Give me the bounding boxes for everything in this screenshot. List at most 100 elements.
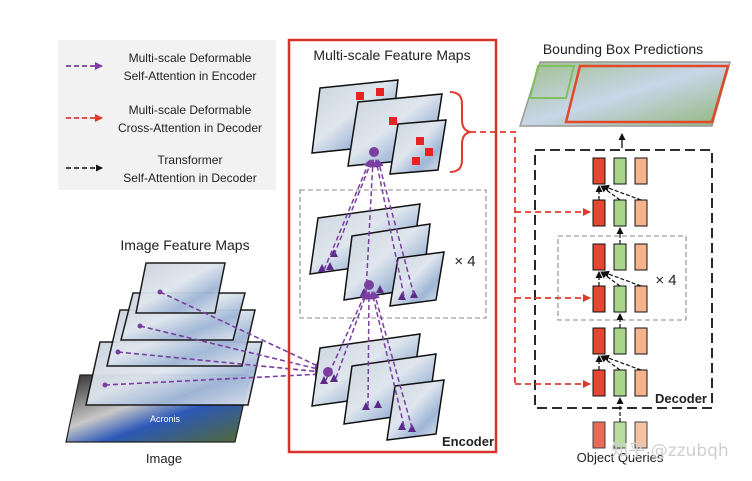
encoder-box bbox=[287, 38, 498, 454]
token-red bbox=[592, 421, 606, 449]
decoder-arrow bbox=[600, 271, 621, 287]
token-row-4 bbox=[592, 199, 648, 227]
legend-item-2-line2: Cross-Attention in Decoder bbox=[118, 121, 262, 135]
token-row-1 bbox=[592, 327, 648, 355]
decoder-arrow bbox=[602, 270, 642, 287]
input-arrow bbox=[104, 370, 323, 386]
image-feature-maps-stack: Acronis bbox=[65, 262, 263, 443]
watermark: 知乎 @zzubqh bbox=[611, 441, 728, 461]
legend-item-1-line1: Multi-scale Deformable bbox=[129, 51, 252, 65]
token-red bbox=[592, 157, 606, 185]
encoder-title: Multi-scale Feature Maps bbox=[313, 47, 470, 63]
predictions-image bbox=[518, 61, 731, 127]
cross-attention-trunk bbox=[470, 131, 516, 384]
encoder-arrow bbox=[369, 291, 405, 427]
decoder-label: Decoder bbox=[655, 391, 707, 406]
legend-item-1-line2: Self-Attention in Encoder bbox=[124, 69, 257, 83]
token-orange bbox=[634, 243, 648, 271]
legend: Multi-scale Deformable Self-Attention in… bbox=[58, 40, 276, 190]
sample-triangle bbox=[398, 422, 406, 430]
encoder-arrow bbox=[364, 291, 373, 407]
token-red bbox=[592, 327, 606, 355]
encoder-input-stack bbox=[311, 333, 445, 441]
token-row-0 bbox=[592, 369, 648, 397]
input-arrow bbox=[159, 291, 323, 369]
token-green bbox=[613, 285, 627, 313]
cross-attention-arrows bbox=[470, 131, 591, 388]
token-row-queries bbox=[592, 421, 648, 449]
decoder-arrow bbox=[600, 355, 621, 371]
token-green bbox=[613, 243, 627, 271]
prediction-image-plane bbox=[518, 61, 731, 127]
encoder-self-attention-arrows bbox=[323, 159, 415, 429]
token-green bbox=[613, 327, 627, 355]
decoder-tokens bbox=[592, 157, 648, 449]
token-orange bbox=[634, 285, 648, 313]
decoder-arrow bbox=[602, 354, 642, 371]
predicted-box-red bbox=[564, 64, 730, 124]
encoder-arrow bbox=[325, 291, 367, 381]
encoder-repeat-label: × 4 bbox=[454, 253, 475, 270]
token-red bbox=[592, 369, 606, 397]
encoder-repeat-box bbox=[299, 189, 487, 319]
image-feature-maps-title: Image Feature Maps bbox=[120, 237, 249, 253]
sample-triangle bbox=[326, 262, 334, 270]
image-caption: Image bbox=[146, 451, 182, 466]
encoder-middle-stack bbox=[309, 203, 445, 307]
decoder-box bbox=[534, 149, 713, 409]
encoder-arrow bbox=[323, 159, 371, 271]
token-row-output bbox=[592, 157, 648, 185]
sample-point bbox=[356, 92, 364, 100]
sample-triangle bbox=[362, 402, 370, 410]
decoder-repeat-box bbox=[557, 235, 687, 321]
encoder-label: Encoder bbox=[442, 434, 494, 449]
sample-triangle bbox=[320, 376, 328, 384]
decoder-arrow bbox=[602, 184, 642, 201]
token-green bbox=[613, 369, 627, 397]
memory-brace bbox=[449, 91, 471, 173]
sample-triangle bbox=[330, 374, 338, 382]
predicted-box-green bbox=[528, 65, 576, 99]
encoder-output-stack bbox=[311, 79, 447, 175]
sample-point bbox=[425, 148, 433, 156]
output-feature-map-3 bbox=[389, 119, 447, 175]
sample-point bbox=[389, 117, 397, 125]
decoder-arrow bbox=[600, 185, 621, 201]
sample-point bbox=[416, 137, 424, 145]
token-orange bbox=[634, 157, 648, 185]
sample-point bbox=[412, 157, 420, 165]
legend-item-2-line1: Multi-scale Deformable bbox=[129, 103, 252, 117]
sample-triangle bbox=[398, 292, 406, 300]
legend-background bbox=[58, 40, 276, 190]
encoder-arrow bbox=[373, 159, 405, 297]
token-row-3 bbox=[592, 243, 648, 271]
encoder-arrow bbox=[333, 159, 374, 256]
token-row-2 bbox=[592, 285, 648, 313]
token-green bbox=[613, 199, 627, 227]
legend-item-3-line2: Self-Attention in Decoder bbox=[123, 171, 256, 185]
token-red bbox=[592, 199, 606, 227]
reference-point bbox=[369, 147, 379, 157]
token-orange bbox=[634, 199, 648, 227]
encoder-arrow bbox=[375, 159, 415, 296]
token-orange bbox=[634, 421, 648, 449]
token-green bbox=[613, 157, 627, 185]
token-red bbox=[592, 243, 606, 271]
token-orange bbox=[634, 327, 648, 355]
token-orange bbox=[634, 369, 648, 397]
encoder-arrow bbox=[335, 291, 369, 379]
encoder-arrow bbox=[365, 159, 377, 293]
sample-point bbox=[376, 88, 384, 96]
decoder-repeat-label: × 4 bbox=[655, 272, 676, 289]
legend-item-3-line1: Transformer bbox=[158, 153, 223, 167]
sample-triangle bbox=[374, 400, 382, 408]
input-arrow bbox=[139, 325, 323, 373]
input-image-jersey-text: Acronis bbox=[150, 414, 181, 424]
image-feature-map-level-4 bbox=[135, 262, 226, 314]
sample-triangle bbox=[376, 285, 384, 293]
object-queries-label: Object Queries bbox=[577, 450, 664, 465]
predictions-title: Bounding Box Predictions bbox=[543, 41, 703, 57]
decoder-self-attention-arrows bbox=[595, 184, 642, 422]
token-red bbox=[592, 285, 606, 313]
